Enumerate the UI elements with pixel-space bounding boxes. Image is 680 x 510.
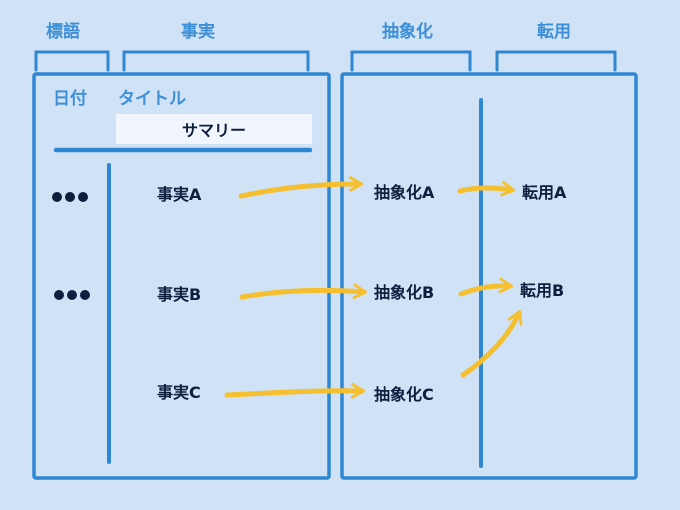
abstraction-a: 抽象化A	[374, 183, 435, 202]
arrow-fact-c-to-abstraction-c	[224, 382, 366, 399]
application-a: 転用A	[522, 183, 567, 202]
summary-box: サマリー	[116, 114, 312, 144]
arrow-abstraction-b-to-application-b	[458, 277, 514, 297]
panel-right	[340, 72, 638, 480]
dot	[78, 192, 88, 202]
bracket-fact	[122, 50, 310, 72]
arrow-fact-b-to-abstraction-b	[239, 283, 368, 300]
application-b: 転用B	[520, 281, 565, 300]
panel-left	[32, 72, 331, 480]
fact-c: 事実C	[157, 383, 201, 402]
fact-a: 事実A	[157, 185, 202, 204]
heading-abstraction: 抽象化	[382, 22, 433, 42]
bracket-application	[495, 50, 617, 72]
summary-label: サマリー	[181, 121, 246, 140]
abstraction-b: 抽象化B	[374, 283, 435, 302]
arrow-abstraction-c-to-application-b	[460, 310, 523, 378]
title-label: タイトル	[118, 89, 186, 109]
arrow-abstraction-a-to-application-a	[457, 180, 516, 197]
heading-application: 転用	[537, 22, 571, 42]
dot	[80, 290, 90, 300]
abstraction-c: 抽象化C	[374, 385, 434, 404]
dot	[65, 192, 75, 202]
fact-b: 事実B	[157, 285, 202, 304]
dot	[67, 290, 77, 300]
dot	[54, 290, 64, 300]
date-label: 日付	[53, 89, 87, 109]
heading-label: 標語	[46, 22, 80, 42]
bracket-label	[34, 50, 110, 72]
dot	[52, 192, 62, 202]
dots-row-1	[52, 192, 88, 202]
bracket-abstraction	[350, 50, 472, 72]
arrow-fact-a-to-abstraction-a	[238, 176, 364, 199]
dots-row-2	[54, 290, 90, 300]
heading-fact: 事実	[181, 22, 215, 42]
